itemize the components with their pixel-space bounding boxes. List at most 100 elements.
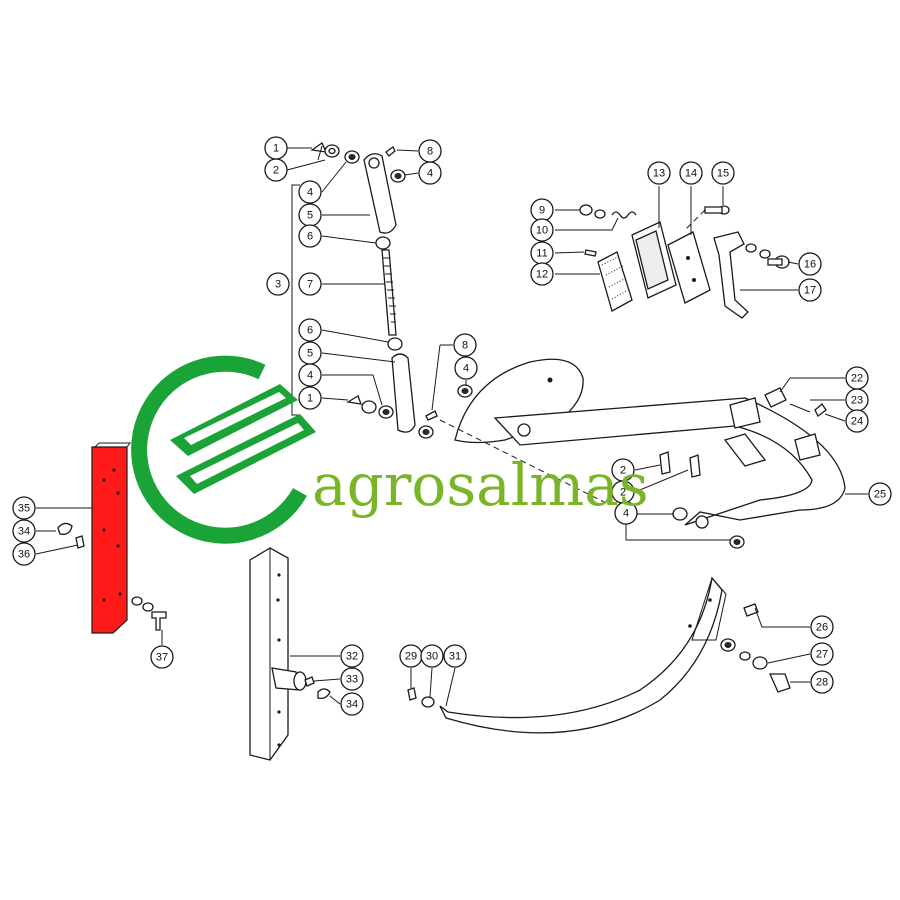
callout-5: 5 bbox=[298, 203, 322, 227]
callout-34: 34 bbox=[340, 692, 364, 716]
highlighted-plate bbox=[57, 442, 167, 634]
callout-10: 10 bbox=[530, 218, 554, 242]
callout-number: 37 bbox=[156, 652, 168, 664]
callout-circle bbox=[810, 615, 834, 639]
callout-6: 6 bbox=[298, 224, 322, 248]
logo-band-lower-inner bbox=[190, 423, 304, 484]
callout-circle bbox=[12, 542, 36, 566]
callout-number: 1 bbox=[307, 393, 313, 405]
callout-circle bbox=[798, 252, 822, 276]
callout-number: 2 bbox=[620, 487, 626, 499]
callout-circle bbox=[150, 645, 174, 669]
logo-band-upper-inner bbox=[184, 392, 286, 445]
callout-number: 22 bbox=[851, 373, 863, 385]
callout-number: 33 bbox=[346, 674, 358, 686]
callout-circle bbox=[418, 161, 442, 185]
callout-36: 36 bbox=[12, 542, 36, 566]
callout-circle bbox=[530, 218, 554, 242]
callout-number: 25 bbox=[874, 489, 886, 501]
callout-circle bbox=[454, 356, 478, 380]
callout-28: 28 bbox=[810, 670, 834, 694]
callout-number: 4 bbox=[427, 168, 433, 180]
linkage-rod-assembly bbox=[291, 142, 473, 439]
callout-2: 2 bbox=[264, 158, 288, 182]
callout-25: 25 bbox=[868, 482, 892, 506]
callout-23: 23 bbox=[845, 388, 869, 412]
callout-number: 35 bbox=[18, 503, 30, 515]
callout-26: 26 bbox=[810, 615, 834, 639]
callout-12: 12 bbox=[530, 262, 554, 286]
main-frame bbox=[439, 358, 846, 549]
callout-11: 11 bbox=[530, 241, 554, 265]
callout-number: 10 bbox=[536, 225, 548, 237]
callout-32: 32 bbox=[340, 644, 364, 668]
callout-number: 34 bbox=[346, 699, 358, 711]
callout-number: 12 bbox=[536, 269, 548, 281]
callout-circle bbox=[266, 272, 290, 296]
callout-number: 32 bbox=[346, 651, 358, 663]
callout-number: 6 bbox=[307, 325, 313, 337]
callout-circle bbox=[443, 644, 467, 668]
callout-6: 6 bbox=[298, 318, 322, 342]
callout-4: 4 bbox=[418, 161, 442, 185]
callout-circle bbox=[420, 644, 444, 668]
callout-circle bbox=[340, 692, 364, 716]
callout-number: 28 bbox=[816, 677, 828, 689]
callout-circle bbox=[12, 496, 36, 520]
callout-number: 6 bbox=[307, 231, 313, 243]
callout-number: 5 bbox=[307, 348, 313, 360]
callout-circle bbox=[264, 158, 288, 182]
callout-number: 23 bbox=[851, 395, 863, 407]
callout-circle bbox=[298, 224, 322, 248]
callout-number: 2 bbox=[620, 465, 626, 477]
callout-circle bbox=[810, 670, 834, 694]
callout-number: 31 bbox=[449, 651, 461, 663]
pad-assembly bbox=[579, 204, 790, 319]
callout-4: 4 bbox=[298, 180, 322, 204]
callout-circle bbox=[798, 278, 822, 302]
brand-logo: agrosalmas bbox=[131, 355, 649, 544]
callout-circle bbox=[711, 161, 735, 185]
callout-30: 30 bbox=[420, 644, 444, 668]
callout-33: 33 bbox=[340, 667, 364, 691]
callout-number: 29 bbox=[405, 651, 417, 663]
callout-circle bbox=[298, 318, 322, 342]
callout-number: 17 bbox=[804, 285, 816, 297]
callout-number: 2 bbox=[273, 165, 279, 177]
callout-4: 4 bbox=[614, 501, 638, 525]
callout-35: 35 bbox=[12, 496, 36, 520]
callout-9: 9 bbox=[530, 198, 554, 222]
highlighted-plate-35 bbox=[91, 446, 128, 634]
callout-number: 4 bbox=[307, 370, 313, 382]
callout-circle bbox=[868, 482, 892, 506]
callout-number: 24 bbox=[851, 416, 863, 428]
callout-circle bbox=[340, 667, 364, 691]
callout-7: 7 bbox=[298, 272, 322, 296]
callout-number: 30 bbox=[426, 651, 438, 663]
callout-circle bbox=[12, 519, 36, 543]
callout-number: 15 bbox=[717, 168, 729, 180]
callout-circle bbox=[647, 161, 671, 185]
callout-number: 4 bbox=[463, 363, 469, 375]
callout-34: 34 bbox=[12, 519, 36, 543]
callout-number: 34 bbox=[18, 526, 30, 538]
callout-circle bbox=[298, 180, 322, 204]
callout-15: 15 bbox=[711, 161, 735, 185]
spring-tine bbox=[407, 576, 791, 734]
callout-number: 3 bbox=[275, 279, 281, 291]
callout-4: 4 bbox=[298, 363, 322, 387]
callout-27: 27 bbox=[810, 642, 834, 666]
logo-mark bbox=[131, 355, 307, 544]
callout-number: 4 bbox=[307, 187, 313, 199]
callout-1: 1 bbox=[298, 386, 322, 410]
callout-circle bbox=[298, 363, 322, 387]
callout-circle bbox=[453, 333, 477, 357]
callout-number: 14 bbox=[685, 168, 697, 180]
vertical-post bbox=[249, 547, 331, 761]
callout-circle bbox=[298, 386, 322, 410]
callout-number: 8 bbox=[427, 146, 433, 158]
callout-number: 4 bbox=[623, 508, 629, 520]
callout-8: 8 bbox=[418, 139, 442, 163]
